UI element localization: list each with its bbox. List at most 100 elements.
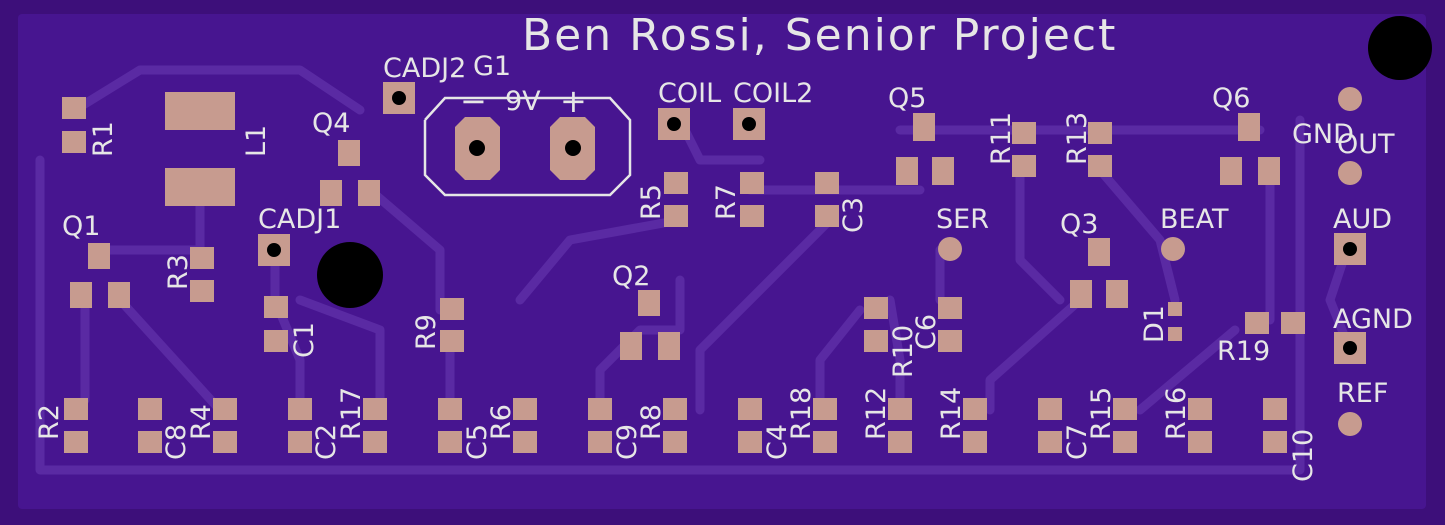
through-hole-pad: [667, 117, 681, 131]
smd-pad: [588, 398, 612, 420]
smd-pad: [813, 431, 837, 453]
label-coil2: COIL2: [733, 78, 813, 109]
label-c9: C9: [612, 424, 643, 460]
copper-trace: [365, 185, 445, 315]
through-hole-pad: [1343, 341, 1357, 355]
label-q1: Q1: [62, 211, 100, 242]
label-q3: Q3: [1060, 209, 1098, 240]
mounting-hole-top-right: [1368, 16, 1432, 80]
smd-pad: [1106, 280, 1128, 308]
label-r18: R18: [786, 387, 817, 440]
smd-pad: [864, 330, 888, 352]
smd-pad: [438, 431, 462, 453]
smd-pad: [62, 131, 86, 153]
smd-pad: [1281, 312, 1305, 334]
label-cadj2: CADJ2: [383, 53, 466, 84]
label-g1: G1: [473, 51, 511, 82]
label-r11: R11: [986, 112, 1017, 165]
smd-pad: [938, 297, 962, 319]
label-q4: Q4: [312, 108, 350, 139]
label-c2: C2: [311, 424, 342, 460]
label-r17: R17: [336, 387, 367, 440]
smd-pad: [213, 431, 237, 453]
through-hole-pad: [565, 140, 581, 156]
through-hole-pad: [469, 140, 485, 156]
smd-pad: [70, 282, 92, 308]
smd-pad: [440, 330, 464, 352]
pad-l1-bottom: [165, 168, 235, 206]
smd-pad: [440, 298, 464, 320]
smd-pad: [1168, 302, 1182, 316]
label-cadj1: CADJ1: [258, 204, 341, 235]
label-r5: R5: [636, 184, 667, 220]
through-hole-pad: [1338, 412, 1362, 436]
smd-pad: [620, 332, 642, 360]
smd-pad: [138, 398, 162, 420]
label-c4: C4: [762, 424, 793, 460]
label-coil: COIL: [658, 78, 721, 109]
smd-pad: [1188, 398, 1212, 420]
label-out: OUT: [1337, 129, 1395, 160]
bottom-row-components: R2 C8 R4 C2 R17 C5 R6 C9 R8 C: [34, 387, 1319, 482]
through-hole-pad: [267, 243, 281, 257]
smd-pad: [664, 205, 688, 227]
smd-pad: [1258, 157, 1280, 185]
copper-trace: [423, 96, 632, 197]
copper-trace: [1135, 325, 1240, 415]
smd-pad: [338, 140, 360, 166]
smd-pad: [813, 398, 837, 420]
smd-pad: [1113, 431, 1137, 453]
label-plus: +: [560, 82, 587, 120]
label-r16: R16: [1161, 387, 1192, 440]
through-hole-pad: [742, 117, 756, 131]
copper-trace: [70, 65, 365, 115]
smd-pad: [1038, 398, 1062, 420]
label-q2: Q2: [612, 261, 650, 292]
copper-trace: [815, 305, 865, 415]
smd-pad: [1245, 312, 1269, 334]
smd-pad: [1188, 431, 1212, 453]
pad-l1-top: [165, 92, 235, 130]
label-beat: BEAT: [1160, 204, 1229, 235]
smd-pad: [1070, 280, 1092, 308]
smd-pad: [438, 398, 462, 420]
label-gnd: GND: [1292, 119, 1354, 150]
smd-pad: [190, 280, 214, 302]
smd-pad: [888, 398, 912, 420]
smd-pad: [1220, 157, 1242, 185]
smd-pad: [1263, 431, 1287, 453]
copper-trace: [1095, 165, 1180, 305]
smd-pad: [888, 431, 912, 453]
copper-trace: [515, 215, 685, 305]
label-r7: R7: [711, 184, 742, 220]
label-agnd: AGND: [1333, 304, 1413, 335]
copper-trace: [695, 215, 835, 415]
label-c10: C10: [1288, 429, 1319, 482]
smd-pad: [663, 431, 687, 453]
through-hole-pad: [1161, 237, 1185, 261]
battery-connector-g1: G1 − 9V +: [423, 51, 632, 197]
smd-pad: [664, 172, 688, 194]
smd-pad: [864, 297, 888, 319]
smd-pad: [213, 398, 237, 420]
smd-pad: [320, 180, 342, 206]
label-c3: C3: [838, 197, 869, 233]
smd-pad: [963, 398, 987, 420]
label-c8: C8: [161, 424, 192, 460]
smd-pad: [815, 172, 839, 194]
copper-trace: [595, 275, 685, 415]
label-9v: 9V: [505, 86, 541, 117]
smd-pad: [1038, 431, 1062, 453]
label-r8: R8: [636, 404, 667, 440]
smd-pad: [1088, 155, 1112, 177]
through-hole-pad: [392, 91, 406, 105]
label-c5: C5: [462, 424, 493, 460]
smd-pad: [815, 205, 839, 227]
label-ser: SER: [936, 204, 989, 235]
smd-pad: [62, 97, 86, 119]
label-q6: Q6: [1212, 83, 1250, 114]
label-q5: Q5: [888, 83, 926, 114]
label-r13: R13: [1062, 112, 1093, 165]
through-hole-pad: [1338, 161, 1362, 185]
